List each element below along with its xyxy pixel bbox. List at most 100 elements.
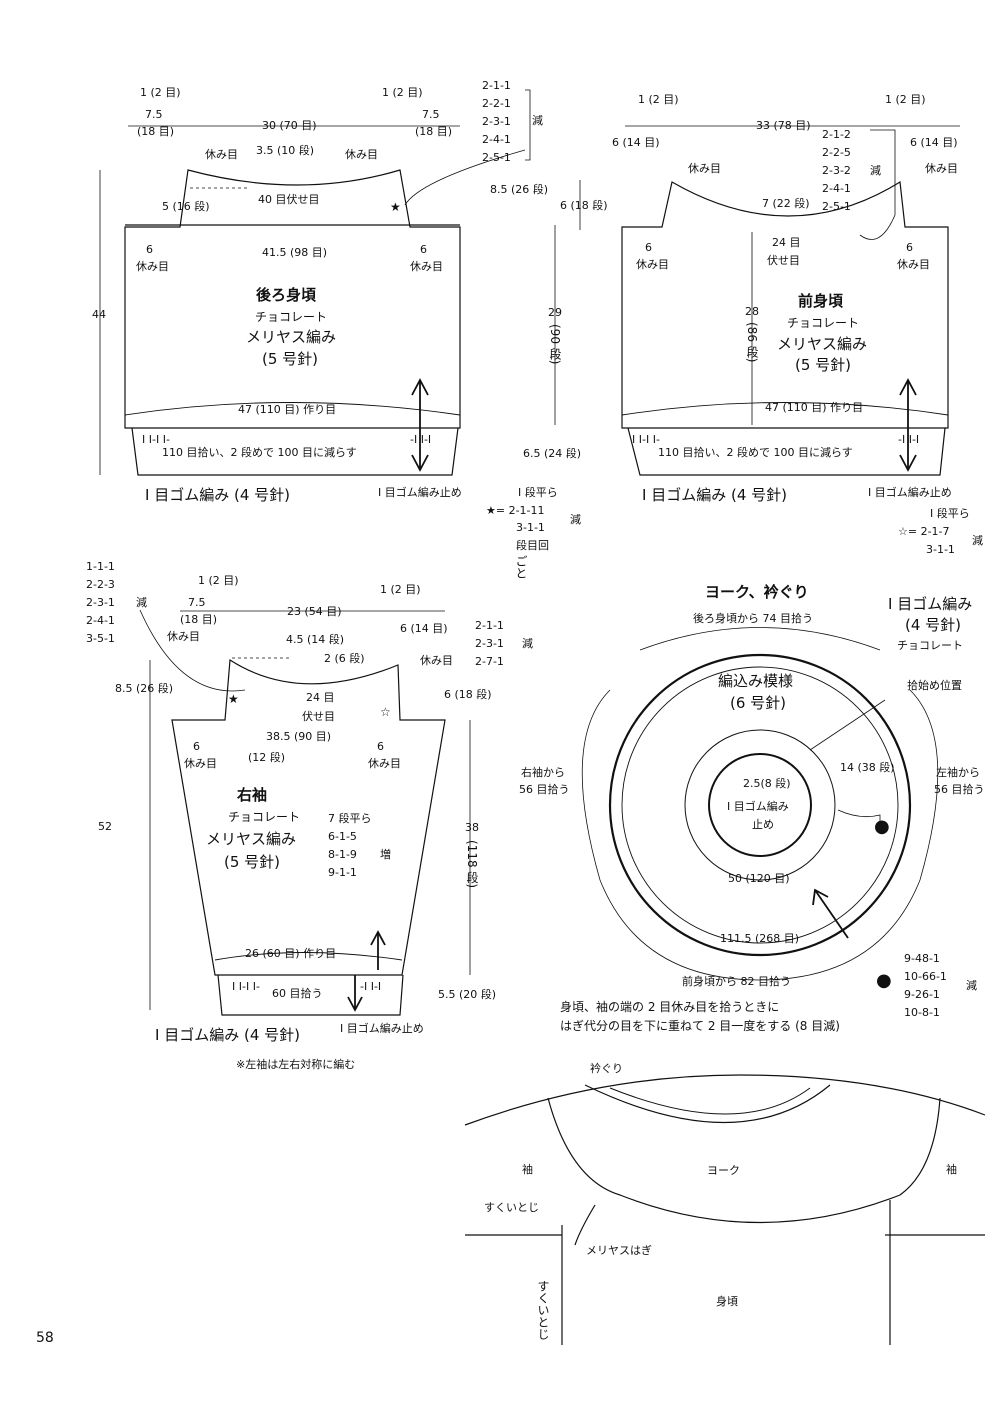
back-body-outline [124,169,461,429]
front-body-outline [621,180,949,429]
sleeve-top-right-2: 6 (14 目) [400,622,448,635]
yoke-title: ヨーク、衿ぐり [705,583,809,601]
back-color: チョコレート [255,310,328,324]
back-top-left-1: 1 (2 目) [140,86,181,99]
back-top-right-2b: (18 目) [415,125,453,138]
front-top-left-2: 6 (14 目) [612,136,660,149]
back-rib-label: I 目ゴム編み (4 号針) [145,486,290,504]
center-c1: 8.5 (26 段) [490,183,549,196]
sleeve-rows12: (12 段) [248,751,286,764]
front-rib-right: -I I-I [898,433,920,446]
sleeve-cast-on: 26 (60 目) 作り目 [245,947,337,960]
sleeve-dec-label: 減 [136,596,147,609]
sleeve-side-right-a: 6 [377,740,384,753]
sleeve-rib-outline [217,974,404,1016]
sleeve-rest-left: 休み目 [167,630,200,643]
yoke-h14: 14 (38 段) [840,761,895,774]
yoke-start: 拾始め位置 [907,679,962,692]
sleeve-dec-4: 3-5-1 [86,632,115,645]
center-star-1: I 段平ら [518,486,558,499]
front-needle: (5 号針) [795,356,852,374]
back-rib-right: -I I-I [410,433,432,446]
back-side-left-b: 休み目 [136,260,169,273]
sleeve-rib-end: I 目ゴム編み止め [340,1022,424,1035]
yoke-dots-label: 減 [966,979,977,992]
front-side-left-a: 6 [645,241,652,254]
center-c5: 6.5 (24 段) [523,447,582,460]
center-c3: 29 [548,306,562,319]
sleeve-dec-r-2: 2-7-1 [475,655,504,668]
sleeve-title: 右袖 [237,786,268,804]
front-dec-4: 2-5-1 [822,200,851,213]
sleeve-d3: 8.5 (26 段) [115,682,174,695]
back-dec-0: 2-1-1 [482,79,511,92]
sleeve-h118: (118 段) [465,840,479,889]
sleeve-d1: 4.5 (14 段) [286,633,345,646]
sleeve-pickup: 60 目拾う [272,987,323,1000]
garment-meri: メリヤスはぎ [586,1244,652,1257]
front-bind-a: 24 目 [772,236,801,249]
front-title: 前身頃 [798,292,844,310]
back-neck-depth: 3.5 (10 段) [256,144,315,157]
sleeve-inc-x: 8-1-9 [328,848,357,861]
garment-collar: 衿ぐり [590,1062,623,1075]
sleeve-needle: (5 号針) [224,853,281,871]
front-wstar-2: ☆= 2-1-7 [898,525,950,538]
sleeve-outline [171,658,446,976]
back-dec-1: 2-2-1 [482,97,511,110]
sleeve-note: ※左袖は左右対称に編む [236,1058,356,1071]
front-dec-label: 減 [870,164,881,177]
front-dec-2: 2-3-2 [822,164,851,177]
back-side-right-b: 休み目 [410,260,443,273]
garment-shoulder [464,1074,986,1126]
front-body-h: 28 [745,305,759,318]
sleeve-d2: 2 (6 段) [324,652,365,665]
front-neck-depth: 7 (22 段) [762,197,810,210]
front-wstar-3: 3-1-1 [926,543,955,556]
yoke-dots-1: 10-66-1 [904,970,947,983]
front-wstar-label: 減 [972,534,983,547]
sleeve-dec-r-0: 2-1-1 [475,619,504,632]
garment-yoke: ヨーク [707,1164,740,1177]
front-side-left-b: 休み目 [636,258,669,271]
yoke-dot: ● [874,816,890,837]
sleeve-top-mid: 23 (54 目) [287,605,342,618]
yoke-inner-w: 50 (120 目) [728,872,790,885]
front-rib-end: I 目ゴム編み止め [868,486,952,499]
back-width: 41.5 (98 目) [262,246,328,259]
back-cast-on: 47 (110 目) 作り目 [238,403,337,416]
back-neck-bind: 40 目伏せ目 [258,193,320,206]
center-star-5: ごと [514,555,528,579]
yoke-h25: 2.5(8 段) [743,777,791,790]
back-top-left-2b: (18 目) [137,125,175,138]
back-dec-2: 2-3-1 [482,115,511,128]
sleeve-bind-a: 24 目 [306,691,335,704]
back-stitch: メリヤス編み [246,328,337,346]
yoke-outer-ring [608,653,912,957]
center-star-2: ★= 2-1-11 [486,504,545,517]
sleeve-rib-label: I 目ゴム編み (4 号針) [155,1026,300,1044]
sleeve-wstar: ☆ [380,705,391,719]
garment-sleeve-right: 袖 [946,1163,957,1176]
sleeve-rib-left: I I-I I- [232,980,260,993]
back-dec-3: 2-4-1 [482,133,511,146]
yoke-front-pick: 前身頃から 82 目拾う [682,975,791,988]
back-top-mid: 30 (70 目) [262,119,317,132]
back-rest-right: 休み目 [345,148,378,161]
front-dec-0: 2-1-2 [822,128,851,141]
garment-body: 身頃 [716,1295,738,1308]
back-rib-end: I 目ゴム編み止め [378,486,462,499]
sleeve-dec-3: 2-4-1 [86,614,115,627]
back-pickup: 110 目拾い、2 段めで 100 目に減らす [162,446,357,459]
sleeve-h55: 5.5 (20 段) [438,988,497,1001]
sleeve-width: 38.5 (90 目) [266,730,332,743]
front-cast-on: 47 (110 目) 作り目 [765,401,864,414]
back-raglan-rows: 5 (16 段) [162,200,210,213]
sleeve-inc-label: 増 [380,848,391,861]
front-rest-right: 休み目 [925,162,958,175]
sleeve-dec-r-label: 減 [522,637,533,650]
page-number: 58 [36,1330,54,1346]
sleeve-inc-1: 7 段平ら [328,812,372,825]
back-dec-label: 減 [532,114,543,127]
